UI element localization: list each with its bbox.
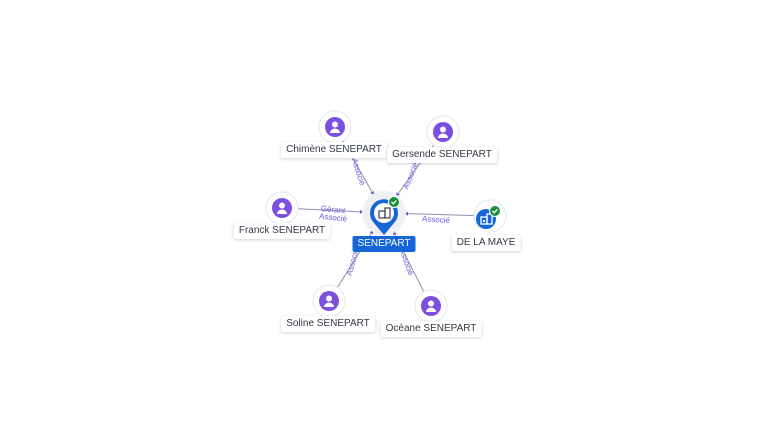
node-oceane[interactable] <box>414 289 448 323</box>
person-icon <box>272 198 292 218</box>
person-icon <box>319 291 339 311</box>
edge-arrow <box>396 192 400 197</box>
node-label-delamaye[interactable]: DE LA MAYE <box>451 235 521 251</box>
person-icon <box>325 117 345 137</box>
check-badge-icon <box>489 205 501 217</box>
node-gersende[interactable] <box>426 115 460 149</box>
node-delamaye[interactable] <box>473 199 507 233</box>
center-node[interactable] <box>362 191 406 235</box>
edge-arrow <box>359 209 364 215</box>
node-soline[interactable] <box>312 284 346 318</box>
edge-arrow <box>404 211 409 216</box>
node-chimene[interactable] <box>318 110 352 144</box>
edge-label: Associé <box>401 161 420 191</box>
node-label-franck[interactable]: Franck SENEPART <box>233 223 331 239</box>
edge-arrow <box>369 230 374 235</box>
node-franck[interactable] <box>265 191 299 225</box>
node-label-chimene[interactable]: Chimène SENEPART <box>281 142 387 158</box>
building-icon <box>378 207 391 219</box>
person-icon <box>421 296 441 316</box>
node-label-oceane[interactable]: Océane SENEPART <box>380 321 482 337</box>
edge-label: Gérant <box>320 204 346 216</box>
edge-label: Associé <box>350 157 367 187</box>
check-badge-icon <box>388 196 400 208</box>
edge-label: Associé <box>319 212 348 224</box>
edge-label: Associé <box>422 214 451 225</box>
edge-arrow <box>370 191 375 195</box>
person-icon <box>433 122 453 142</box>
center-node-label[interactable]: SENEPART <box>352 236 416 252</box>
node-label-gersende[interactable]: Gersende SENEPART <box>387 147 497 163</box>
node-label-soline[interactable]: Soline SENEPART <box>281 316 375 332</box>
